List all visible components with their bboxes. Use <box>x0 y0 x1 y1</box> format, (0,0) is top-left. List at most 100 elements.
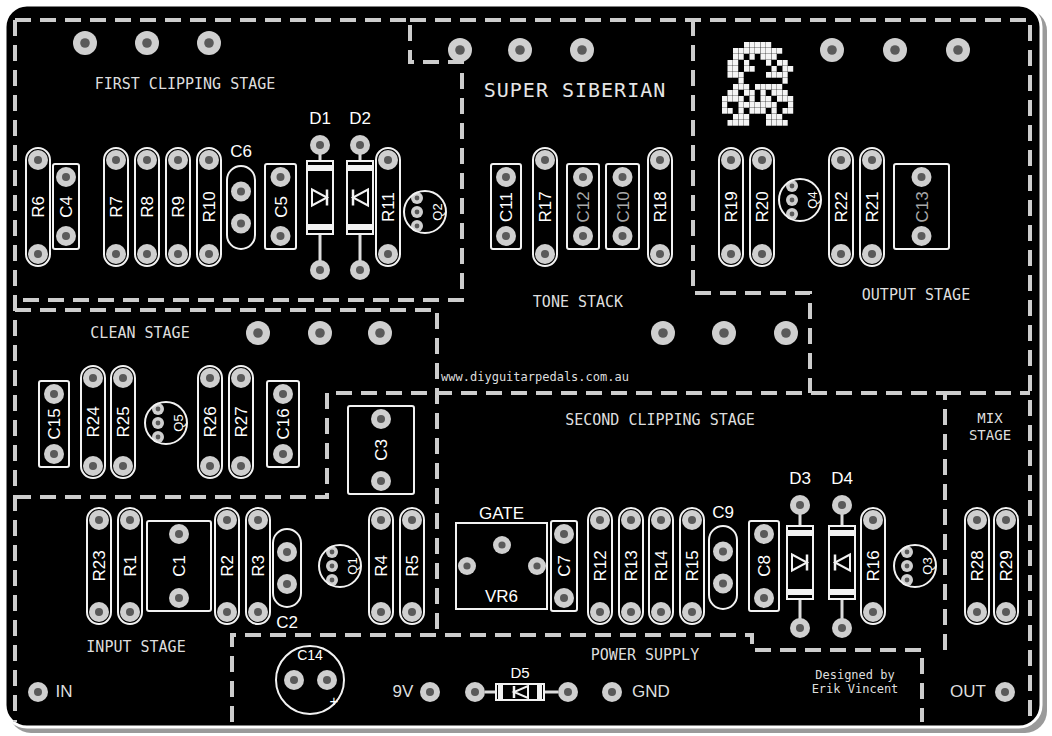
pad-ring <box>496 167 516 187</box>
pad-hole <box>62 232 70 240</box>
solder-pad <box>573 167 593 187</box>
component-designator: R7 <box>108 196 125 218</box>
diode-band <box>308 224 332 230</box>
solder-pad <box>271 226 291 246</box>
diode-bar <box>834 555 837 571</box>
solder-pad <box>832 618 852 638</box>
pad-ring <box>248 510 268 530</box>
resistor-outline: R29 <box>993 507 1019 625</box>
mascot-pixel <box>739 120 744 126</box>
solder-pad <box>651 321 675 345</box>
solder-pad <box>901 574 913 586</box>
mascot-pixel <box>766 84 771 90</box>
pad-hole <box>498 541 505 548</box>
pad-ring <box>411 206 423 218</box>
diode-symbol <box>514 686 528 698</box>
solder-pad <box>350 135 370 155</box>
resistor-outline: R10 <box>196 147 222 267</box>
pad-ring <box>197 31 221 55</box>
component-designator: R13 <box>623 550 640 581</box>
diode-triangle <box>835 555 850 571</box>
pad-hole <box>1001 688 1009 696</box>
capacitor-outline: C9 <box>708 525 738 610</box>
mascot-pixel <box>766 54 771 60</box>
pad-ring <box>113 368 133 388</box>
resistor-outline: R11 <box>375 147 401 267</box>
pad-hole <box>868 250 876 258</box>
mascot-pixel <box>728 60 733 66</box>
pad-ring <box>106 244 126 264</box>
solder-pad <box>56 167 76 187</box>
pad-ring <box>754 524 774 544</box>
mascot-pixel <box>744 90 749 96</box>
resistor-outline: R15 <box>679 507 705 625</box>
mascot-pixel <box>739 72 744 78</box>
pad-hole <box>277 173 285 181</box>
pad-hole <box>608 688 616 696</box>
mascot-pixel <box>728 108 733 114</box>
pad-hole <box>316 141 324 149</box>
pad-hole <box>656 250 664 258</box>
resistor-outline: R9 <box>165 147 191 267</box>
pad-ring <box>528 557 546 575</box>
pad-ring <box>862 244 882 264</box>
pad-ring <box>883 38 907 62</box>
mascot-pixel <box>772 72 777 78</box>
mascot-pixel <box>739 114 744 120</box>
mascot-pixel <box>783 66 788 72</box>
component-designator: R10 <box>201 191 218 222</box>
pad-ring <box>651 602 671 622</box>
solder-pad <box>310 135 330 155</box>
diode-bar <box>352 190 355 206</box>
pad-ring <box>308 321 332 345</box>
pad-hole <box>126 516 134 524</box>
component-designator: Q2 <box>431 203 444 220</box>
solder-pad <box>402 602 422 622</box>
resistor-outline: R18 <box>647 147 673 267</box>
pad-ring <box>831 150 851 170</box>
component-designator: R29 <box>998 550 1015 581</box>
solder-pad <box>89 602 109 622</box>
pad-ring <box>967 602 987 622</box>
pad-hole <box>50 450 58 458</box>
pad-ring <box>152 431 164 443</box>
pad-ring <box>120 602 140 622</box>
diode-band <box>308 165 332 171</box>
stage-boundary <box>15 310 437 635</box>
solder-pad <box>946 38 970 62</box>
pad-hole <box>237 462 245 470</box>
mascot-pixel <box>733 54 738 60</box>
mascot-pixel <box>766 42 771 48</box>
pad-hole <box>515 45 525 55</box>
mascot-pixel <box>777 114 782 120</box>
pad-hole <box>719 580 727 588</box>
pad-ring <box>89 510 109 530</box>
pad-hole <box>237 374 245 382</box>
pad-ring <box>402 510 422 530</box>
solder-pad <box>786 194 798 206</box>
silkscreen-text: Designed by Erik Vincent <box>805 668 905 697</box>
solder-pad <box>284 670 304 690</box>
mascot-pixel <box>744 102 749 108</box>
transistor-outline: Q1 <box>318 544 362 588</box>
solder-pad <box>28 150 48 170</box>
resistor-outline: R14 <box>648 507 674 625</box>
pad-ring <box>402 602 422 622</box>
pad-hole <box>905 578 910 583</box>
pad-ring <box>217 510 237 530</box>
stage-boundary <box>945 391 1030 395</box>
solder-pad <box>996 602 1016 622</box>
diode-outline: D1 <box>306 160 334 235</box>
pad-hole <box>50 390 58 398</box>
mascot-pixel <box>728 90 733 96</box>
solder-pad <box>967 602 987 622</box>
pad-hole <box>237 220 245 228</box>
mascot-pixel <box>766 48 771 54</box>
silkscreen-text: SECOND CLIPPING STAGE <box>565 411 755 429</box>
pad-ring <box>590 510 610 530</box>
pad-hole <box>869 608 877 616</box>
mascot-pixel <box>728 72 733 78</box>
mascot-pixel <box>744 120 749 126</box>
pad-hole <box>688 516 696 524</box>
solder-pad <box>411 192 423 204</box>
